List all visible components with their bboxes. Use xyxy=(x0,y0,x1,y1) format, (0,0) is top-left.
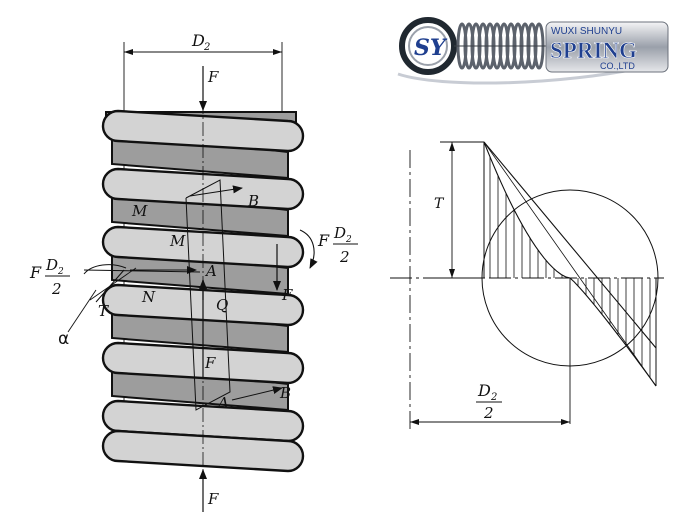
company-logo: SY WUXI SHUNYU SPRING CO.,LTD xyxy=(397,17,669,85)
vector-ab-upper xyxy=(189,185,243,197)
vector-alpha-line xyxy=(89,267,137,301)
label-m-upper: M xyxy=(131,202,148,220)
t-arrow-top xyxy=(449,142,455,151)
force-top-label: F xyxy=(207,68,219,86)
vector-helix xyxy=(83,269,201,273)
moment-left: F D 2 2 xyxy=(29,256,70,298)
moment-left-f: F xyxy=(29,263,42,282)
radius-label-num: D xyxy=(477,381,491,400)
moment-left-curve xyxy=(83,264,127,275)
label-t: T xyxy=(98,302,109,320)
force-inner-label: F xyxy=(204,354,216,372)
logo-company-main: SPRING xyxy=(550,38,637,63)
vector-ab-lower xyxy=(231,386,283,401)
moment-right-curve xyxy=(299,229,318,269)
stress-label-t: T xyxy=(434,196,445,212)
label-q: Q xyxy=(216,296,228,314)
label-alpha: α xyxy=(58,329,69,349)
radius-label-den: 2 xyxy=(483,404,494,422)
logo-plate xyxy=(545,21,669,73)
moment-right: F D 2 2 xyxy=(317,224,358,266)
stress-linear xyxy=(483,141,657,349)
section-outline xyxy=(185,179,231,411)
logo-spring-coil xyxy=(454,22,548,70)
radius-arrow-right xyxy=(561,419,570,425)
dim-arrow-left xyxy=(124,49,133,55)
dim-d-sub: 2 xyxy=(203,42,210,53)
moment-left-den: 2 xyxy=(51,280,62,298)
force-right-label: F xyxy=(281,286,293,304)
label-b-upper: B xyxy=(247,192,259,210)
label-n: N xyxy=(141,288,156,306)
logo-ring-inner xyxy=(408,26,448,66)
dim-d-text: D xyxy=(191,31,205,50)
moment-left-num-sub: 2 xyxy=(57,267,64,277)
label-m-lower: M xyxy=(169,232,186,250)
stress-diagram: T D 2 2 xyxy=(390,141,664,430)
coil-front-turn xyxy=(101,429,305,473)
spring-drawing: D 2 F F F F M M B B A A xyxy=(29,31,358,512)
label-a-center: A xyxy=(204,262,217,280)
alpha-leader xyxy=(67,289,97,333)
moment-right-num-sub: 2 xyxy=(345,235,352,245)
t-arrow-bottom xyxy=(449,269,455,278)
radius-label: D 2 2 xyxy=(476,381,502,422)
coil-front-turn xyxy=(101,225,305,269)
moment-right-f: F xyxy=(317,231,330,250)
label-a-lower: A xyxy=(216,394,229,412)
moment-right-den: 2 xyxy=(339,248,350,266)
dim-label-d2: D 2 xyxy=(191,31,210,53)
dim-arrow-right xyxy=(273,49,282,55)
radius-arrow-left xyxy=(410,419,419,425)
moment-right-num: D xyxy=(333,224,346,242)
force-bottom-label: F xyxy=(207,490,219,508)
logo-company-sub: CO.,LTD xyxy=(600,61,635,71)
logo-mark: SY xyxy=(414,35,448,61)
label-b-lower: B xyxy=(279,384,291,402)
radius-label-sub: 2 xyxy=(490,392,497,403)
logo-company-top: WUXI SHUNYU xyxy=(551,26,622,37)
moment-left-num: D xyxy=(45,256,58,274)
stress-diagonal xyxy=(483,141,657,387)
logo-swoosh xyxy=(397,64,651,85)
